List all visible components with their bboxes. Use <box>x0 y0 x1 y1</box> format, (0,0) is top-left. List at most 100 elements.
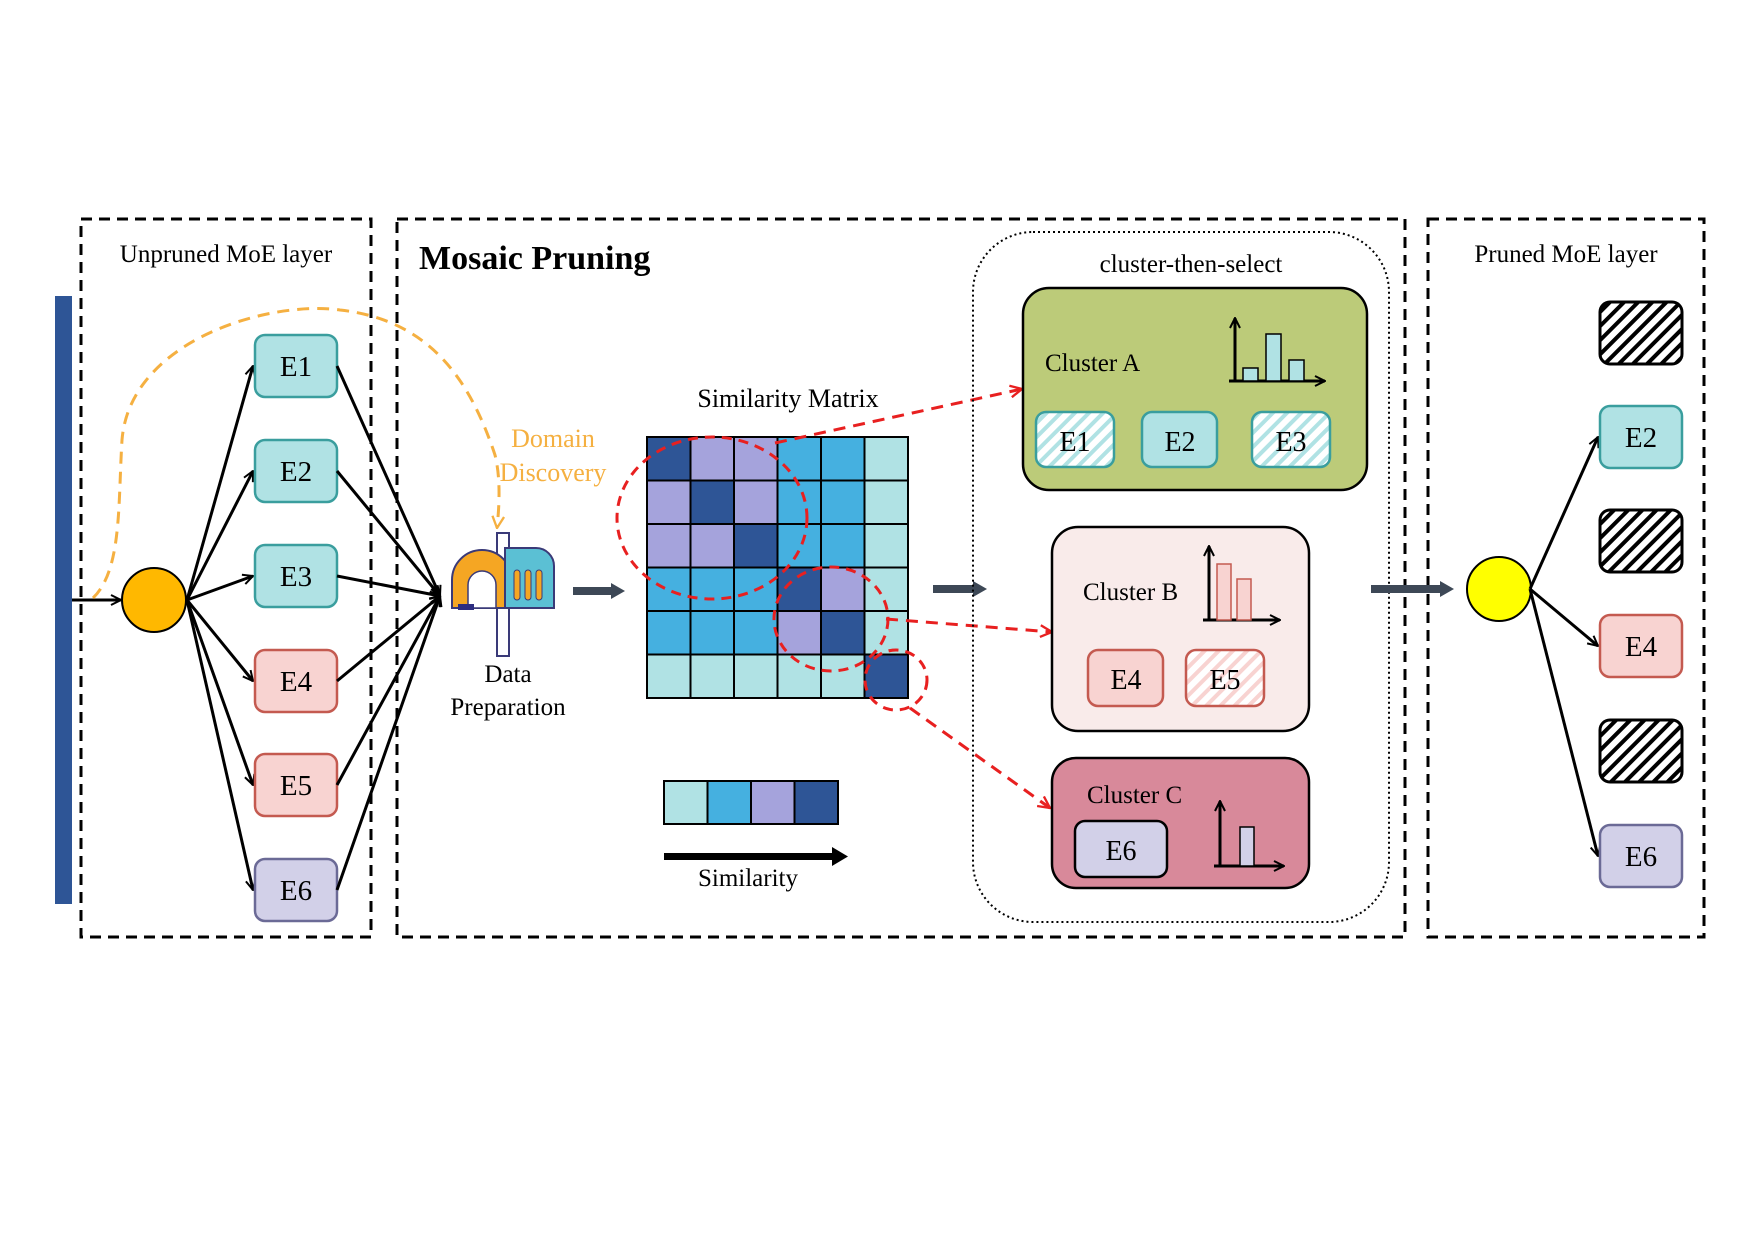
expert-label-e4: E4 <box>280 666 313 698</box>
legend-cell-3 <box>750 780 796 825</box>
data-preparation-icon <box>451 532 555 657</box>
cluster-a-card: Cluster A E1 E2 E3 <box>1021 286 1369 492</box>
expert-label-e6: E6 <box>280 875 312 907</box>
router-arrow-e5 <box>185 599 253 785</box>
matrix-cell-r3-c6 <box>863 523 909 569</box>
matrix-cell-r3-c2 <box>689 523 735 569</box>
cluster-b-histogram-icon <box>1203 546 1280 620</box>
matrix-cell-r2-c1 <box>646 479 692 525</box>
cluster-a-expert-e1 <box>1034 410 1116 469</box>
cluster-c-highlight-ellipse <box>863 648 929 712</box>
cluster-b-label: Cluster B <box>1083 579 1178 606</box>
red-arrow-to-cluster-b <box>885 617 1052 632</box>
cluster-a-expert-e1-label: E1 <box>1059 427 1090 458</box>
cluster-a-expert-e2-label: E2 <box>1164 427 1195 458</box>
cluster-a-histogram-icon <box>1229 318 1325 381</box>
cluster-then-select-title: cluster-then-select <box>1100 251 1283 278</box>
cluster-c-card: Cluster C E6 <box>1050 756 1311 890</box>
legend-cell-4 <box>793 780 839 825</box>
cluster-b-expert-e4-label: E4 <box>1110 665 1141 696</box>
mosaic-panel-title: Mosaic Pruning <box>419 240 650 277</box>
pruned-expert-slot-5 <box>1598 718 1684 784</box>
matrix-cell-r2-c4 <box>776 479 822 525</box>
matrix-cell-r1-c6 <box>863 436 909 482</box>
router-to-expert-arrows <box>185 366 255 890</box>
pruned-router-arrow-e4 <box>1529 587 1598 646</box>
router-node-pruned <box>1466 556 1532 622</box>
expert-to-prep-arrow-e4 <box>336 596 440 683</box>
unpruned-panel-title: Unpruned MoE layer <box>120 241 333 268</box>
cluster-b-card: Cluster B E4 E5 <box>1050 525 1311 733</box>
cluster-a-label: Cluster A <box>1045 350 1140 377</box>
cluster-a-expert-e3 <box>1250 410 1332 469</box>
expert-to-prep-arrow-e2 <box>335 470 440 596</box>
cluster-then-select-frame <box>972 231 1390 923</box>
similarity-direction-arrow <box>664 847 848 866</box>
similarity-legend-label: Similarity <box>698 865 799 892</box>
pruned-expert-slot-1 <box>1598 300 1684 366</box>
pruned-expert-slot-3 <box>1598 508 1684 574</box>
cluster-b-expert-e4 <box>1086 648 1165 708</box>
matrix-cell-r1-c5 <box>820 436 866 482</box>
cluster-b-expert-e5 <box>1184 648 1266 708</box>
expert-label-e5: E5 <box>280 770 312 802</box>
matrix-cell-r3-c1 <box>646 523 692 569</box>
matrix-cell-r1-c2 <box>689 436 735 482</box>
expert-to-preparation-arrows <box>335 365 442 891</box>
pruned-expert-label-e2: E2 <box>1625 422 1657 454</box>
matrix-cell-r5-c5 <box>820 610 866 656</box>
pruned-expert-label-e4: E4 <box>1625 631 1658 663</box>
cluster-b-expert-e5-label: E5 <box>1209 665 1240 696</box>
domain-discovery-curve <box>91 307 499 600</box>
pruned-panel-title: Pruned MoE layer <box>1474 241 1658 268</box>
similarity-matrix-grid <box>646 436 909 699</box>
red-arrow-to-cluster-c <box>909 706 1050 808</box>
flow-arrow-to-matrix <box>573 583 625 599</box>
matrix-cell-r4-c1 <box>646 566 692 612</box>
cluster-a-highlight-ellipse <box>615 435 809 601</box>
matrix-cell-r4-c5 <box>820 566 866 612</box>
cluster-c-expert-e6-label: E6 <box>1105 836 1136 867</box>
matrix-cell-r2-c3 <box>733 479 779 525</box>
data-preparation-label-2: Preparation <box>450 694 566 721</box>
expert-label-e1: E1 <box>280 351 312 383</box>
cluster-c-label: Cluster C <box>1087 782 1182 809</box>
matrix-cell-r1-c3 <box>733 436 779 482</box>
unpruned-panel-frame <box>79 217 373 939</box>
cluster-a-expert-e2 <box>1140 410 1219 469</box>
similarity-legend-bar <box>663 780 839 825</box>
legend-cell-2 <box>706 780 752 825</box>
matrix-cell-r3-c4 <box>776 523 822 569</box>
token-input-bar <box>55 296 72 904</box>
matrix-cell-r1-c4 <box>776 436 822 482</box>
matrix-cell-r1-c1 <box>646 436 692 482</box>
expert-to-prep-arrow-e3 <box>336 574 440 596</box>
matrix-cell-r2-c2 <box>689 479 735 525</box>
router-node-unpruned <box>121 567 187 633</box>
domain-discovery-label-2: Discovery <box>500 458 607 487</box>
router-arrow-e3 <box>186 576 253 602</box>
router-arrow-e1 <box>185 366 253 601</box>
mosaic-panel-frame <box>395 217 1407 939</box>
expert-to-prep-arrow-e1 <box>335 365 440 596</box>
matrix-cell-r2-c6 <box>863 479 909 525</box>
pruned-router-arrow-e6 <box>1528 588 1598 856</box>
flow-arrow-to-clusters <box>933 581 987 597</box>
data-preparation-label-1: Data <box>484 661 531 688</box>
pruned-router-arrow-e2 <box>1528 437 1598 590</box>
router-arrow-e4 <box>185 599 253 681</box>
matrix-cell-r2-c5 <box>820 479 866 525</box>
matrix-cell-r3-c5 <box>820 523 866 569</box>
matrix-cell-r6-c2 <box>689 653 735 699</box>
expert-to-prep-arrow-e5 <box>335 596 442 786</box>
expert-label-e3: E3 <box>280 561 312 593</box>
matrix-cell-r6-c5 <box>820 653 866 699</box>
flow-arrow-to-pruned-layer <box>1371 581 1454 597</box>
pruned-panel-frame <box>1426 217 1706 939</box>
router-arrow-e2 <box>185 471 255 601</box>
pruned-expert-box-e2 <box>1598 404 1684 470</box>
matrix-cell-r5-c2 <box>689 610 735 656</box>
cluster-a-expert-e3-label: E3 <box>1275 427 1306 458</box>
